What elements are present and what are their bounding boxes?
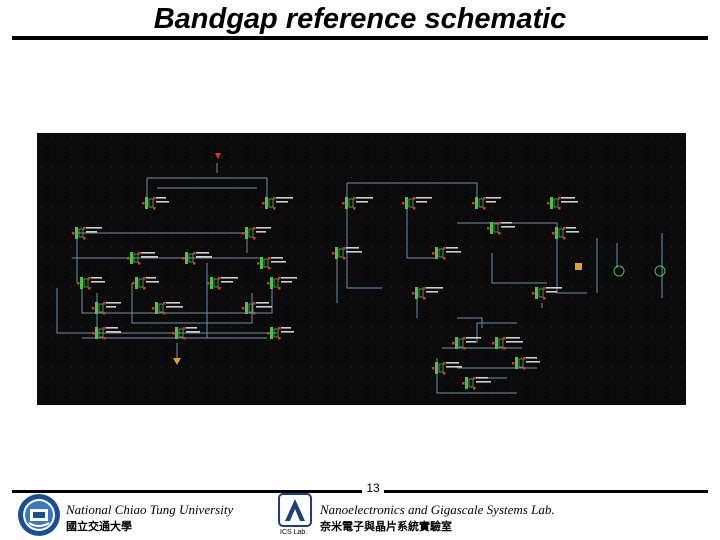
nctu-seal-icon [18, 494, 60, 536]
university-name-chinese: 國立交通大學 [66, 520, 132, 533]
bandgap-schematic-image [37, 133, 686, 405]
footer-rule-left [12, 490, 362, 493]
lab-name-english: Nanoelectronics and Gigascale Systems La… [320, 502, 555, 517]
page-number: 13 [366, 481, 380, 495]
ics-lab-logo-icon [278, 493, 312, 527]
footer-rule-right [384, 490, 708, 493]
university-name-english: National Chiao Tung University [66, 502, 234, 517]
title-underline [12, 36, 708, 40]
lab-name-chinese: 奈米電子與晶片系統實驗室 [320, 520, 452, 533]
lab-logo-caption: ICS Lab. [280, 529, 308, 536]
slide-title: Bandgap reference schematic [153, 3, 567, 35]
